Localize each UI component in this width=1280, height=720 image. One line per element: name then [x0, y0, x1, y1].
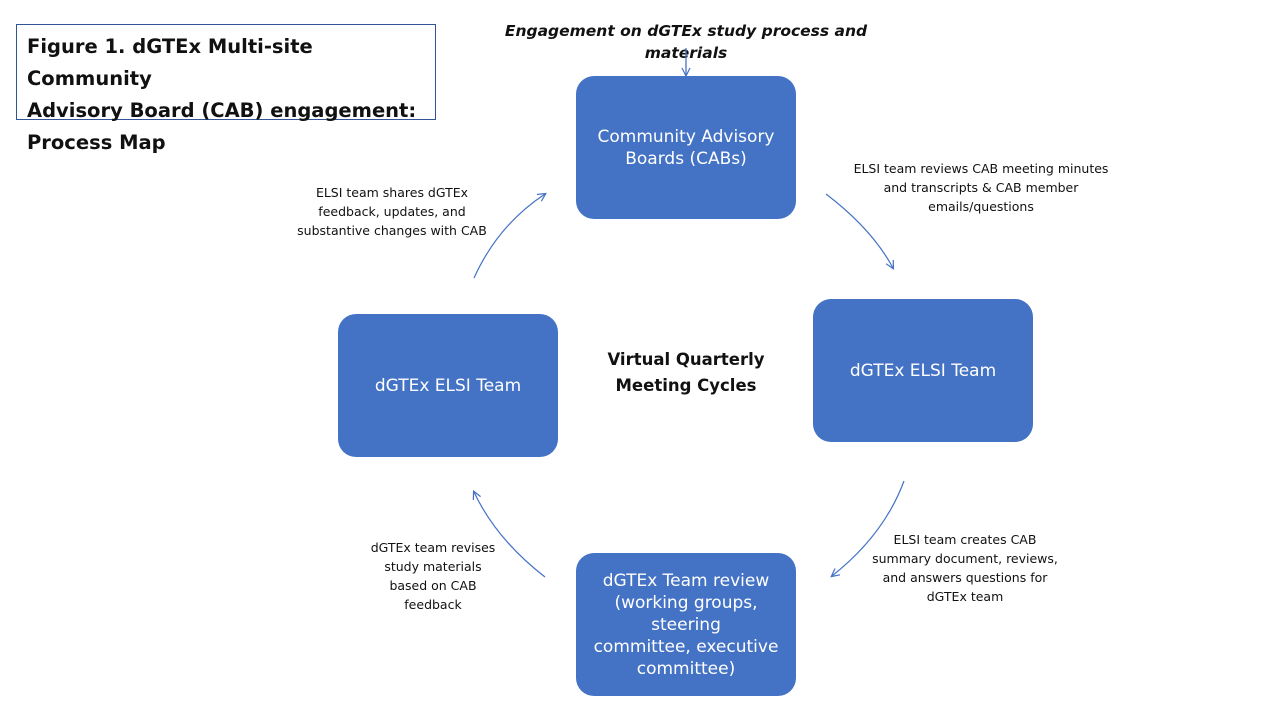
node-community-advisory-boards: Community Advisory Boards (CABs)	[576, 76, 796, 219]
node-label: dGTEx Team review (working groups, steer…	[593, 570, 779, 679]
node-label: dGTEx ELSI Team	[849, 360, 997, 381]
node-dgtex-team-review: dGTEx Team review (working groups, steer…	[576, 553, 796, 696]
edge-label-top-left: ELSI team shares dGTEx feedback, updates…	[297, 185, 487, 238]
node-elsi-team-left: dGTEx ELSI Team	[338, 314, 558, 457]
figure-title: Figure 1. dGTEx Multi-site Community Adv…	[27, 35, 417, 154]
edge-label-top-right: ELSI team reviews CAB meeting minutes an…	[853, 161, 1109, 214]
arrow-bottom-to-left	[474, 492, 546, 578]
arrow-right-to-bottom	[832, 480, 905, 576]
figure-title-box: Figure 1. dGTEx Multi-site Community Adv…	[16, 24, 436, 154]
node-label: Community Advisory Boards (CABs)	[597, 126, 775, 169]
edge-label-bottom-right: ELSI team creates CAB summary document, …	[872, 532, 1058, 604]
node-elsi-team-right: dGTEx ELSI Team	[813, 299, 1033, 442]
node-label: dGTEx ELSI Team	[374, 375, 522, 396]
arrow-top-to-right	[825, 193, 893, 268]
arrow-left-to-top	[473, 194, 545, 279]
edge-label-bottom-left: dGTEx team revises study materials based…	[370, 540, 496, 612]
center-cycle-label: Virtual Quarterly Meeting Cycles	[607, 350, 765, 395]
